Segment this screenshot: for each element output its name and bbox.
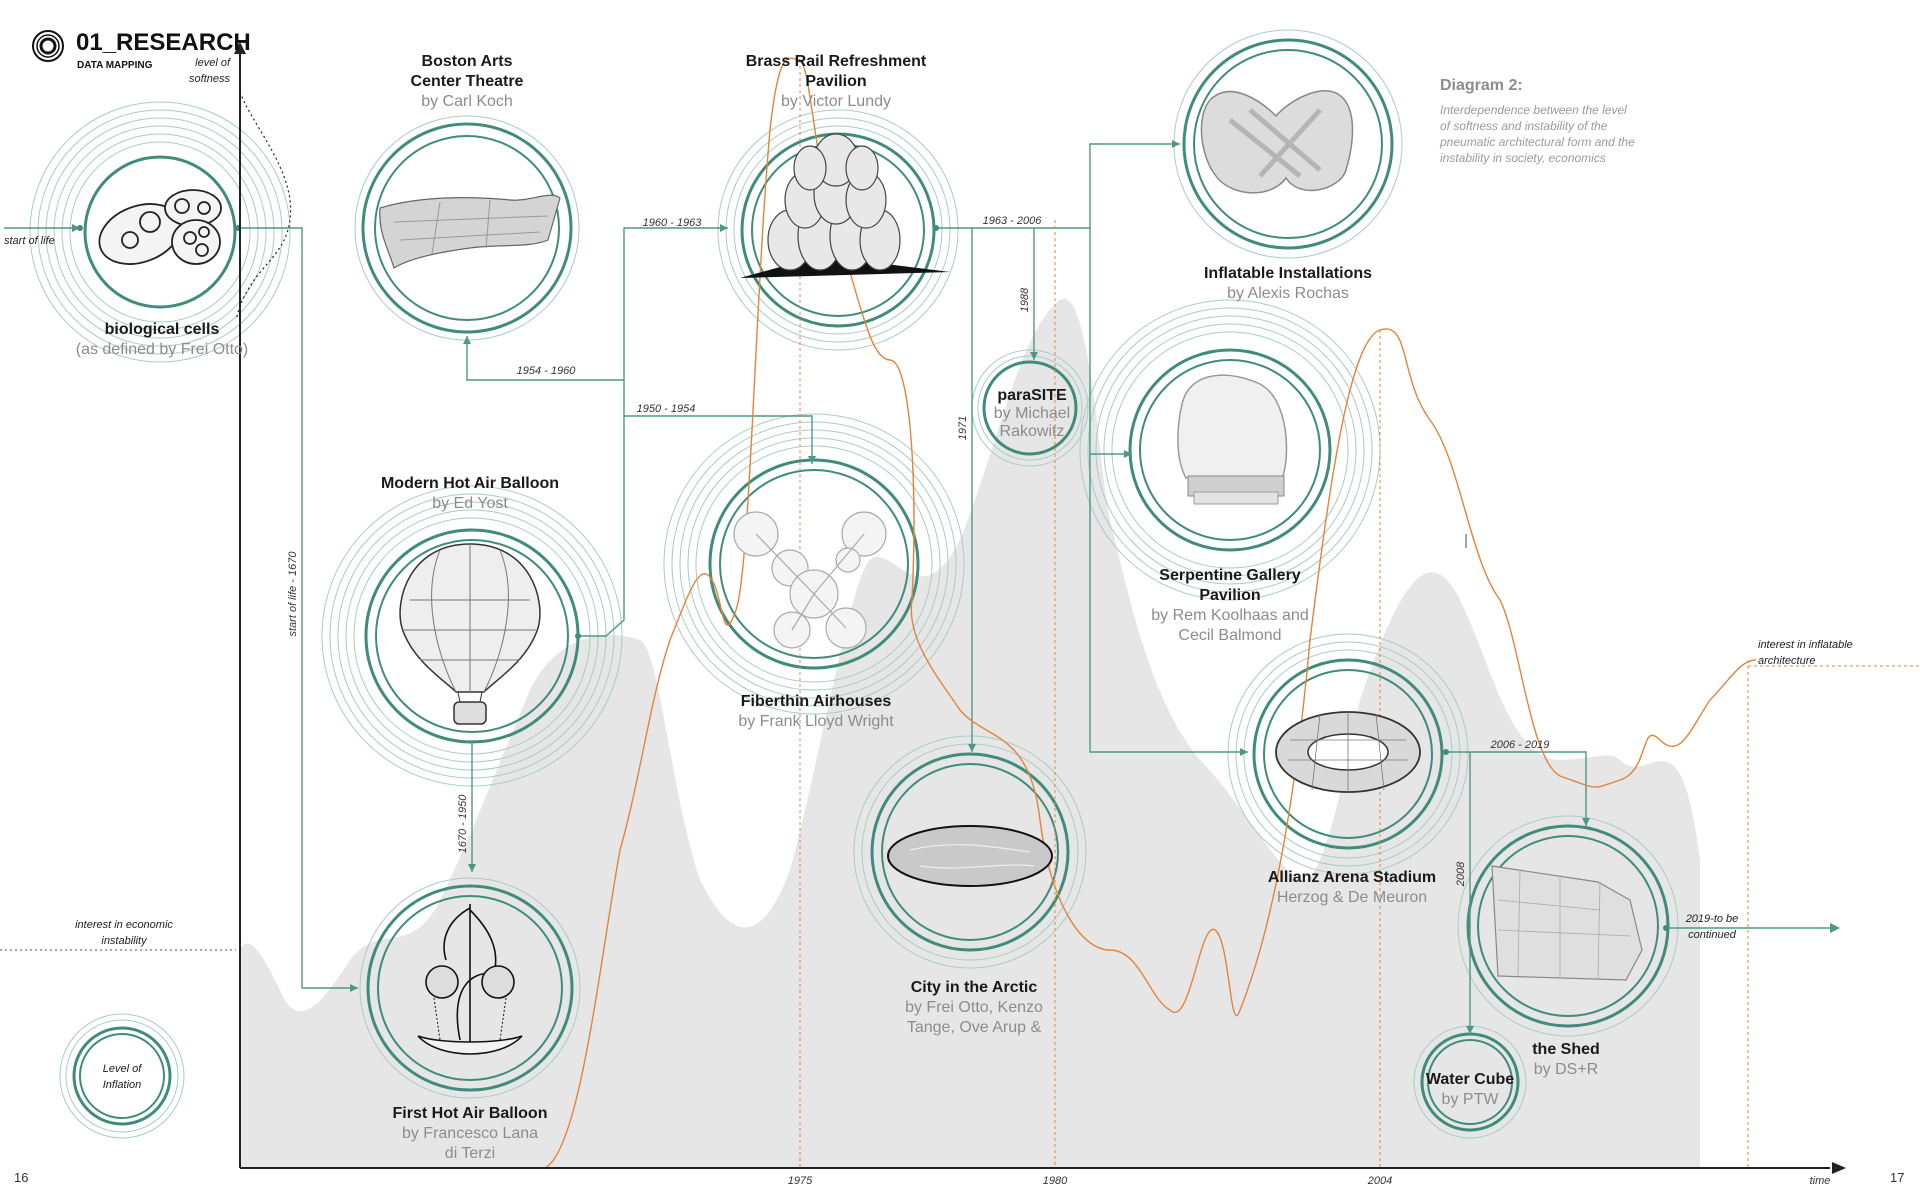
serpentine-title-1: Serpentine Gallery [1159, 567, 1300, 584]
light-rings [29, 29, 1679, 1139]
softness-area-left [240, 955, 300, 1168]
axes [239, 52, 1830, 1169]
serpentine-author-1: by Rem Koolhaas and [1151, 607, 1308, 624]
diagram-desc-2: of softness and instability of the [1440, 119, 1608, 133]
connector-label-1971: 1971 [957, 416, 969, 440]
brand-title: 01_RESEARCH [76, 29, 251, 56]
y-axis-label-1: level of [195, 57, 231, 69]
inflatable-label-1: interest in inflatable [1758, 639, 1853, 651]
brand-subtitle: DATA MAPPING [77, 60, 153, 71]
watercube-author: by PTW [1442, 1091, 1500, 1108]
y-axis-arrow [234, 42, 246, 54]
first-author-1: by Francesco Lana [402, 1125, 538, 1142]
serpentine-illustration [1177, 374, 1288, 505]
diagram-desc-1: Interdependence between the level [1440, 103, 1627, 117]
fiberthin-author: by Frank Lloyd Wright [738, 713, 894, 730]
arctic-author-2: Tange, Ove Arup & [907, 1019, 1042, 1036]
connector-label-1963-2006: 1963 - 2006 [983, 215, 1043, 227]
x-axis-arrow [1832, 1162, 1846, 1174]
start-of-life-label: start of life [4, 235, 55, 247]
serpentine-title-2: Pavilion [1199, 587, 1260, 604]
connector-label-1950-1954: 1950 - 1954 [637, 403, 696, 415]
fiberthin-title: Fiberthin Airhouses [741, 693, 892, 710]
economic-label-2: instability [101, 935, 148, 947]
fiberthin-illustration [733, 511, 887, 649]
boston-illustration [379, 194, 561, 269]
arctic-illustration [887, 825, 1053, 887]
balloon-author: by Ed Yost [432, 495, 508, 512]
connector-label-1960-1963: 1960 - 1963 [643, 217, 703, 229]
first-balloon-illustration [417, 904, 523, 1055]
legend-line-2: Inflation [103, 1079, 142, 1091]
economic-label-1: interest in economic [75, 919, 173, 931]
shed-author: by DS+R [1534, 1061, 1598, 1078]
cells-illustration [98, 189, 222, 265]
connector-label-start-1670: start of life - 1670 [287, 551, 299, 637]
primary-rings [72, 38, 1670, 1132]
shed-title: the Shed [1532, 1041, 1600, 1058]
boston-title-2: Center Theatre [411, 73, 524, 90]
arrow-heads [72, 140, 1840, 1034]
connector-label-2006-2019: 2006 - 2019 [1490, 739, 1550, 751]
parasite-author-1: by Michael [994, 405, 1070, 422]
arctic-title: City in the Arctic [911, 979, 1038, 996]
boston-author: by Carl Koch [421, 93, 513, 110]
serpentine-author-2: Cecil Balmond [1178, 627, 1281, 644]
x-axis-label: time [1810, 1175, 1831, 1187]
softness-dotted-curve [235, 91, 292, 321]
watercube-title: Water Cube [1426, 1071, 1514, 1088]
brass-illustration [740, 133, 950, 278]
connector-label-1954-1960: 1954 - 1960 [517, 365, 577, 377]
arctic-author-1: by Frei Otto, Kenzo [905, 999, 1043, 1016]
allianz-author: Herzog & De Meuron [1277, 889, 1427, 906]
first-title: First Hot Air Balloon [393, 1105, 548, 1122]
page-number-left: 16 [14, 1170, 28, 1185]
inflatable-label-2: architecture [1758, 655, 1815, 667]
legend-line-1: Level of [103, 1063, 142, 1075]
cells-author: (as defined by Frei Otto) [76, 341, 249, 358]
brass-title-2: Pavilion [805, 73, 866, 90]
connector-lines [4, 143, 1836, 1034]
allianz-title: Allianz Arena Stadium [1268, 869, 1436, 886]
modern-balloon-illustration [399, 543, 541, 725]
connector-label-1988: 1988 [1019, 287, 1031, 312]
allianz-illustration [1275, 711, 1421, 793]
diagram-desc-3: pneumatic architectural form and the [1439, 135, 1635, 149]
diagram-desc-4: instability in society, economics [1440, 151, 1606, 165]
connector-label-2008: 2008 [1455, 861, 1467, 887]
x-tick-1980: 1980 [1043, 1175, 1068, 1187]
first-author-2: di Terzi [445, 1145, 495, 1162]
diagram-title: Diagram 2: [1440, 77, 1523, 94]
inflatable-title: Inflatable Installations [1204, 265, 1372, 282]
brass-author: by Victor Lundy [781, 93, 891, 110]
shed-illustration [1491, 865, 1643, 981]
y-axis-label-2: softness [189, 73, 230, 85]
parasite-author-2: Rakowitz [1000, 423, 1065, 440]
inflatable-illustration [1200, 90, 1354, 194]
cells-title: biological cells [105, 321, 220, 338]
softness-area [240, 298, 1700, 1168]
x-tick-2004: 2004 [1367, 1175, 1392, 1187]
brand-logo [32, 30, 64, 62]
inflatable-author: by Alexis Rochas [1227, 285, 1349, 302]
page-number-right: 17 [1890, 1170, 1904, 1185]
connector-label-1670-1950: 1670 - 1950 [457, 794, 469, 854]
balloon-title: Modern Hot Air Balloon [381, 475, 559, 492]
x-tick-1975: 1975 [788, 1175, 813, 1187]
continued-label-1: 2019-to be [1685, 913, 1739, 925]
inflatable-interest-curve [544, 57, 1757, 1169]
continued-label-2: continued [1688, 929, 1737, 941]
parasite-title: paraSITE [997, 387, 1067, 404]
boston-title-1: Boston Arts [422, 53, 513, 70]
brass-title-1: Brass Rail Refreshment [746, 53, 927, 70]
